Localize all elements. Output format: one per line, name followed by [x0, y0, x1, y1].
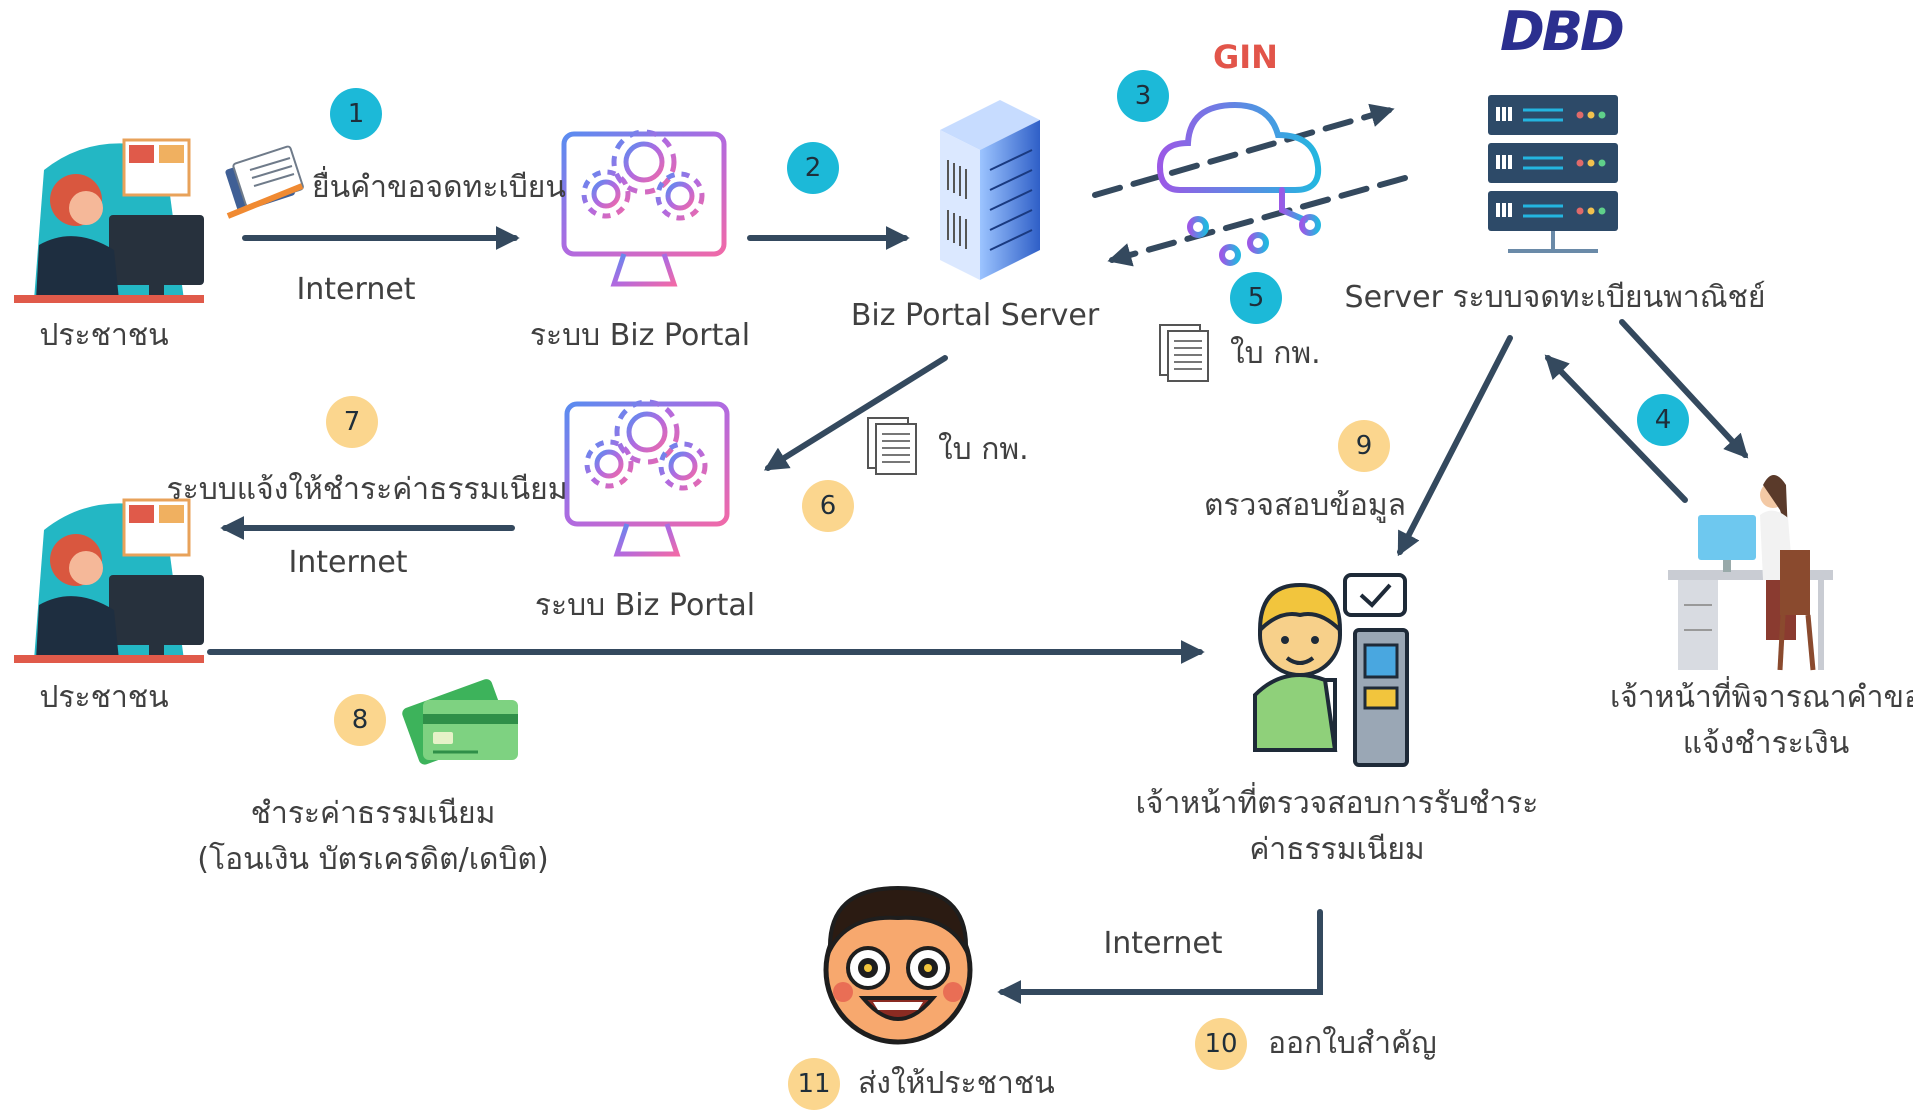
doc-label: ใบ กพ. [938, 432, 1029, 467]
officer-consider-label: เจ้าหน้าที่พิจารณาคำขอ [1609, 680, 1913, 715]
pay-fee-label: (โอนเงิน บัตรเครดิต/เดบิต) [197, 842, 549, 877]
arrow-dbd-to-server [1107, 175, 1408, 267]
document-icon [225, 145, 304, 219]
arrow-officer-consider-to-dbd [1544, 354, 1688, 503]
verify-data-label: ตรวจสอบข้อมูล [1203, 488, 1407, 523]
biz-portal-label: ระบบ Biz Portal [529, 318, 751, 353]
step-badge-7: 7 [326, 396, 378, 448]
cloud-network-icon [1156, 101, 1322, 266]
document-icon [1159, 324, 1209, 382]
step-badge-8: 8 [334, 694, 386, 746]
submit-request-label: ยื่นคำขอจดทะเบียน [312, 170, 566, 205]
internet-label: Internet [288, 545, 408, 580]
step-badge-9: 9 [1338, 420, 1390, 472]
arrow-officer-to-boy [997, 909, 1323, 1004]
step-badge-3: 3 [1117, 70, 1169, 122]
boy-face-icon [823, 885, 973, 1045]
server-stack-icon [1488, 95, 1618, 253]
monitor-gears-icon [564, 399, 730, 560]
dbd-logo: DBD [1500, 0, 1625, 63]
send-citizen-label: ส่งให้ประชาชน [858, 1066, 1055, 1101]
step-badge-4: 4 [1637, 394, 1689, 446]
dbd-server-label: Server ระบบจดทะเบียนพาณิชย์ [1344, 280, 1766, 315]
officer-kiosk-icon [1253, 573, 1409, 767]
step-badge-6: 6 [802, 480, 854, 532]
arrow-dbd-to-officer-check [1397, 335, 1513, 557]
gin-label: GIN [1213, 38, 1278, 76]
pay-fee-label: ชำระค่าธรรมเนียม [250, 796, 496, 831]
biz-portal-server-label: Biz Portal Server [850, 298, 1100, 333]
arrows [207, 103, 1749, 1004]
doc-label: ใบ กพ. [1230, 336, 1321, 371]
monitor-gears-icon [561, 129, 727, 290]
document-icon [867, 417, 917, 475]
step-badge-2: 2 [787, 142, 839, 194]
citizen-label: ประชาชน [39, 318, 169, 353]
server-rack-icon [940, 100, 1040, 280]
office-worker-icon [1668, 475, 1833, 671]
officer-check-label: ค่าธรรมเนียม [1249, 832, 1425, 867]
officer-consider-label: แจ้งชำระเงิน [1682, 726, 1850, 761]
step-badge-1: 1 [330, 88, 382, 140]
citizen-computer-icon [14, 498, 204, 663]
issue-doc-label: ออกใบสำคัญ [1268, 1026, 1437, 1061]
internet-label: Internet [296, 272, 416, 307]
notify-payment-label: ระบบแจ้งให้ชำระค่าธรรมเนียม [166, 472, 568, 507]
citizen-computer-icon [14, 138, 204, 303]
arrow-server-to-portal-bottom [763, 355, 948, 471]
internet-label: Internet [1103, 926, 1223, 961]
arrow-dbd-to-officer-consider [1619, 319, 1749, 459]
step-badge-5: 5 [1230, 272, 1282, 324]
arrow-server-to-dbd [1092, 103, 1395, 198]
credit-card-icon [402, 679, 518, 765]
biz-portal-label: ระบบ Biz Portal [534, 588, 756, 623]
step-badge-10: 10 [1195, 1018, 1247, 1070]
officer-check-label: เจ้าหน้าที่ตรวจสอบการรับชำระ [1135, 786, 1539, 821]
citizen-label: ประชาชน [39, 680, 169, 715]
step-badge-11: 11 [788, 1058, 840, 1110]
